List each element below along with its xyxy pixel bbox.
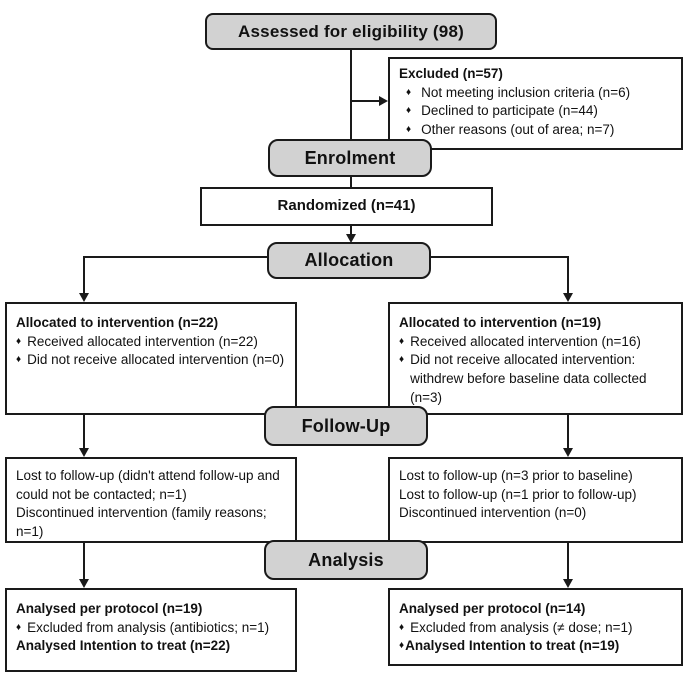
allocated-left-item-text: Did not receive allocated intervention (… (27, 352, 285, 368)
excluded-title: Excluded (n=57) (399, 66, 503, 81)
diamond-bullet-icon: ♦ (16, 335, 22, 347)
arrowhead-down-icon (79, 579, 89, 588)
arrowhead-right-icon (379, 96, 388, 106)
connector-alloc-to-followup-left (83, 415, 85, 449)
arrowhead-down-icon (346, 234, 356, 243)
followup-right-line: Lost to follow-up (n=1 prior to follow-u… (399, 486, 637, 502)
connector-allocation-right-horizontal (431, 256, 569, 258)
diamond-bullet-icon: ♦ (399, 621, 405, 633)
list-item: ♦ Analysed Intention to treat (n=19) (399, 637, 672, 656)
excluded-item-text: Other reasons (out of area; n=7) (421, 121, 615, 137)
diamond-bullet-icon: ♦ (406, 86, 412, 98)
node-allocated-right: Allocated to intervention (n=19) ♦ Recei… (388, 302, 683, 415)
list-item: ♦ Declined to participate (n=44) (399, 102, 672, 121)
analysed-right-itt: Analysed Intention to treat (n=19) (405, 638, 620, 654)
allocated-right-item-text: Received allocated intervention (n=16) (410, 333, 641, 349)
connector-allocation-left-vertical (83, 256, 85, 294)
diamond-bullet-icon: ♦ (399, 335, 405, 347)
arrowhead-down-icon (563, 293, 573, 302)
stage-followup: Follow-Up (264, 406, 428, 446)
randomized-label: Randomized (n=41) (277, 197, 416, 215)
list-item: ♦ Excluded from analysis (≠ dose; n=1) (399, 619, 672, 638)
allocated-left-item-text: Received allocated intervention (n=22) (27, 333, 258, 349)
list-item: ♦ Received allocated intervention (n=22) (16, 333, 286, 352)
arrowhead-down-icon (79, 293, 89, 302)
arrowhead-down-icon (563, 448, 573, 457)
node-allocated-left: Allocated to intervention (n=22) ♦ Recei… (5, 302, 297, 415)
stage-allocation-label: Allocation (304, 250, 394, 270)
list-item: ♦ Other reasons (out of area; n=7) (399, 121, 672, 140)
connector-randomized-to-allocation (350, 226, 352, 235)
connector-allocation-left-horizontal (83, 256, 267, 258)
stage-enrolment: Enrolment (268, 139, 432, 177)
connector-alloc-to-followup-right (567, 415, 569, 449)
connector-allocation-right-vertical (567, 256, 569, 294)
followup-left-line: Discontinued intervention (family reason… (16, 505, 267, 539)
excluded-item-text: Declined to participate (n=44) (421, 103, 598, 119)
stage-analysis-label: Analysis (308, 549, 384, 570)
analysed-left-excluded-text: Excluded from analysis (antibiotics; n=1… (27, 619, 270, 635)
node-excluded: Excluded (n=57) ♦ Not meeting inclusion … (388, 57, 683, 150)
analysed-right-excluded-text: Excluded from analysis (≠ dose; n=1) (410, 619, 633, 635)
connector-branch-to-excluded (350, 100, 380, 102)
analysed-left-per-protocol: Analysed per protocol (n=19) (16, 601, 203, 616)
connector-enrolment-to-randomized (350, 177, 352, 187)
analysed-right-per-protocol: Analysed per protocol (n=14) (399, 601, 586, 616)
diamond-bullet-icon: ♦ (399, 354, 405, 366)
arrowhead-down-icon (79, 448, 89, 457)
stage-followup-label: Follow-Up (301, 415, 391, 436)
diamond-bullet-icon: ♦ (16, 354, 22, 366)
list-item: ♦ Did not receive allocated intervention… (399, 351, 672, 407)
list-item: ♦ Not meeting inclusion criteria (n=6) (399, 84, 672, 103)
stage-allocation: Allocation (267, 242, 431, 279)
connector-followup-to-analysis-right (567, 543, 569, 580)
node-followup-right: Lost to follow-up (n=3 prior to baseline… (388, 457, 683, 543)
allocated-right-title: Allocated to intervention (n=19) (399, 315, 602, 330)
diamond-bullet-icon: ♦ (406, 105, 412, 117)
arrowhead-down-icon (563, 579, 573, 588)
list-item: ♦ Received allocated intervention (n=16) (399, 333, 672, 352)
connector-assessed-to-enrolment (350, 50, 352, 139)
list-item: ♦ Did not receive allocated intervention… (16, 351, 286, 370)
allocated-left-title: Allocated to intervention (n=22) (16, 315, 219, 330)
diamond-bullet-icon: ♦ (399, 640, 405, 652)
node-analysed-right: Analysed per protocol (n=14) ♦ Excluded … (388, 588, 683, 666)
node-analysed-left: Analysed per protocol (n=19) ♦ Excluded … (5, 588, 297, 672)
connector-followup-to-analysis-left (83, 543, 85, 580)
stage-analysis: Analysis (264, 540, 428, 580)
node-followup-left: Lost to follow-up (didn't attend follow-… (5, 457, 297, 543)
followup-right-line: Lost to follow-up (n=3 prior to baseline… (399, 468, 633, 483)
excluded-items: ♦ Not meeting inclusion criteria (n=6) ♦… (399, 84, 672, 140)
analysed-left-itt: Analysed Intention to treat (n=22) (16, 638, 231, 654)
node-assessed-for-eligibility: Assessed for eligibility (98) (205, 13, 497, 50)
followup-left-line: Lost to follow-up (didn't attend follow-… (16, 468, 280, 502)
assessed-label: Assessed for eligibility (98) (238, 21, 464, 41)
diamond-bullet-icon: ♦ (16, 621, 22, 633)
diamond-bullet-icon: ♦ (406, 123, 412, 135)
followup-right-line: Discontinued intervention (n=0) (399, 505, 587, 521)
excluded-item-text: Not meeting inclusion criteria (n=6) (421, 84, 631, 100)
node-randomized: Randomized (n=41) (200, 187, 493, 226)
stage-enrolment-label: Enrolment (304, 147, 396, 168)
list-item: ♦ Excluded from analysis (antibiotics; n… (16, 619, 286, 638)
allocated-right-item-text: Did not receive allocated intervention: … (410, 352, 647, 405)
